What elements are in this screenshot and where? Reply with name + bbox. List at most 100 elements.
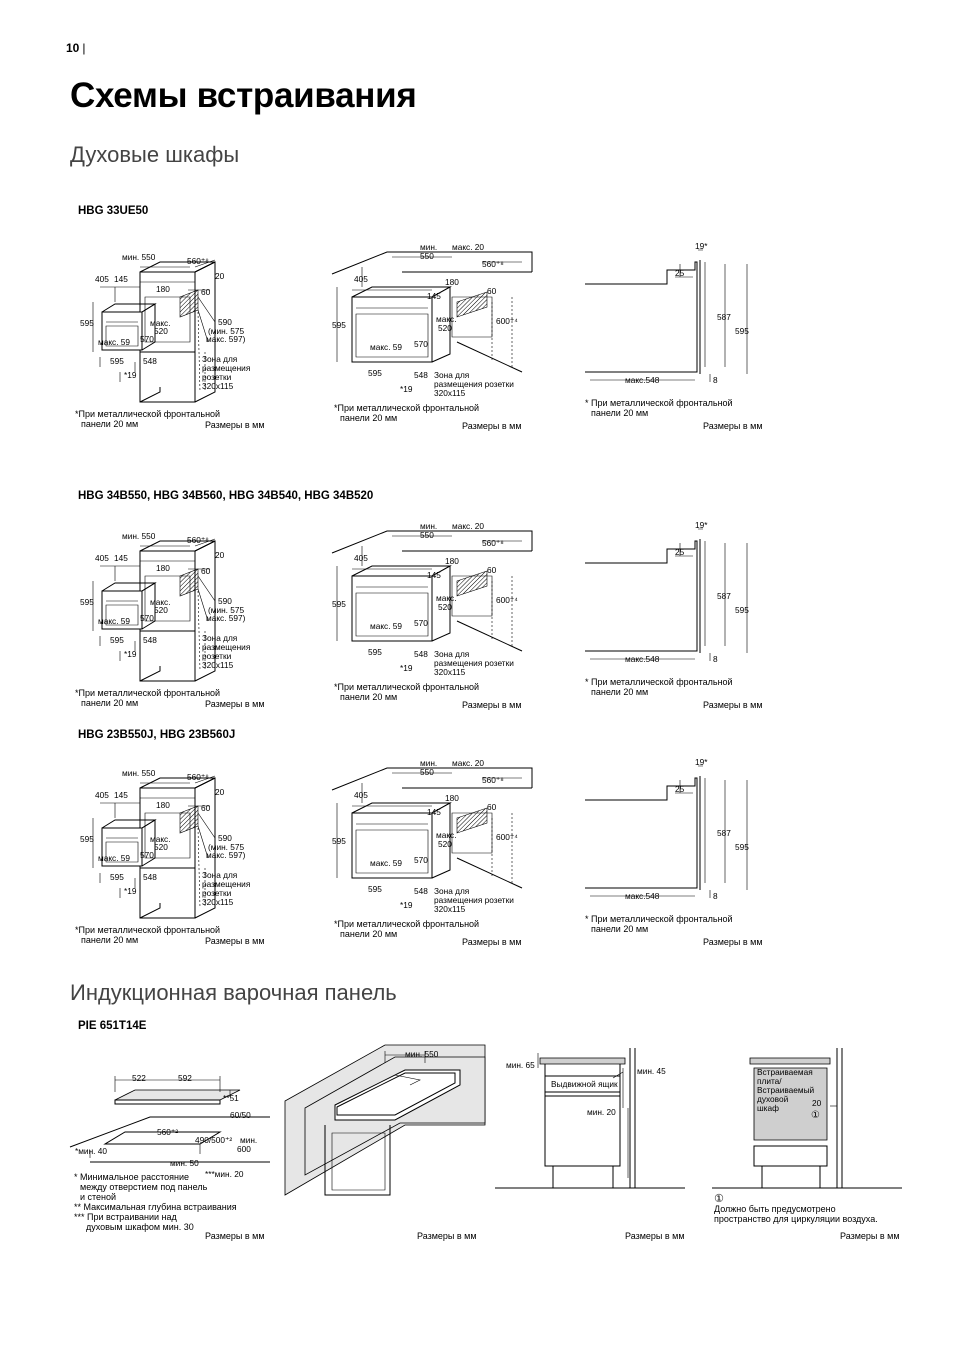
row1-fig-c: 19* 25 587 595 макс.548 8	[585, 241, 785, 402]
svg-text:548: 548	[143, 356, 157, 366]
svg-text:макс. 20: макс. 20	[452, 521, 484, 531]
row1-units-b: Размеры в мм	[462, 421, 522, 431]
svg-text:548: 548	[414, 649, 428, 659]
svg-text:**51: **51	[223, 1093, 239, 1103]
svg-text:*19: *19	[124, 370, 137, 380]
svg-text:макс.548: макс.548	[625, 375, 660, 385]
svg-text:595: 595	[368, 884, 382, 894]
oven-section-heading: Духовые шкафы	[70, 142, 240, 167]
svg-text:520: 520	[154, 605, 168, 615]
svg-text:320x115: 320x115	[202, 381, 234, 391]
svg-text:548: 548	[414, 370, 428, 380]
svg-text:560⁺²: 560⁺²	[157, 1127, 178, 1137]
svg-text:19*: 19*	[695, 241, 708, 251]
svg-text:мин.: мин.	[240, 1135, 257, 1145]
svg-text:макс.548: макс.548	[625, 891, 660, 901]
svg-text:макс.: макс.	[150, 318, 171, 328]
svg-text:60: 60	[201, 803, 211, 813]
svg-text:Выдвижной ящик: Выдвижной ящик	[551, 1079, 618, 1089]
svg-text:145: 145	[427, 807, 441, 817]
svg-text:570: 570	[140, 850, 154, 860]
row2-fig-c: 19* 25 587 595 макс.548 8	[585, 520, 785, 681]
hob-units-c: Размеры в мм	[625, 1231, 685, 1241]
hob-section-heading: Индукционная варочная панель	[70, 980, 397, 1005]
svg-text:600⁺⁴: 600⁺⁴	[496, 316, 518, 326]
svg-text:520: 520	[438, 602, 452, 612]
svg-text:макс. 597): макс. 597)	[206, 850, 246, 860]
svg-text:520: 520	[154, 842, 168, 852]
hob-perspective-diagram: мин. 550	[284, 1044, 486, 1196]
svg-text:595: 595	[368, 647, 382, 657]
svg-text:570: 570	[140, 334, 154, 344]
svg-text:405: 405	[95, 790, 109, 800]
svg-text:макс.: макс.	[436, 830, 457, 840]
svg-text:20: 20	[215, 550, 225, 560]
oven-cabinet-diagram: мин. 550 560⁺⁸ 20 405 145 180 60 595 590…	[80, 768, 250, 919]
row1-units-c: Размеры в мм	[703, 421, 763, 431]
svg-text:Зона для: Зона для	[434, 370, 469, 380]
svg-text:розетки: розетки	[202, 888, 232, 898]
svg-text:550: 550	[420, 530, 434, 540]
svg-text:19*: 19*	[695, 520, 708, 530]
svg-text:мин. 65: мин. 65	[506, 1060, 535, 1070]
svg-text:размещения: размещения	[202, 642, 250, 652]
oven-cabinet-diagram: мин. 550 560⁺⁸ 20 405 145 180 60 595 590…	[80, 531, 250, 682]
svg-text:320x115: 320x115	[202, 897, 234, 907]
svg-text:145: 145	[114, 274, 128, 284]
svg-text:макс. 59: макс. 59	[98, 337, 130, 347]
row3-units-c: Размеры в мм	[703, 937, 763, 947]
svg-text:размещения: размещения	[202, 879, 250, 889]
svg-text:25: 25	[675, 268, 685, 278]
oven-side-profile-diagram: 19* 25 587 595 макс.548 8	[585, 520, 749, 664]
svg-text:макс. 20: макс. 20	[452, 242, 484, 252]
svg-text:20: 20	[812, 1098, 822, 1108]
row2-units-a: Размеры в мм	[205, 699, 265, 709]
svg-text:макс.: макс.	[150, 834, 171, 844]
svg-text:макс.: макс.	[436, 593, 457, 603]
svg-text:560⁺⁸: 560⁺⁸	[187, 535, 209, 545]
svg-text:20: 20	[215, 787, 225, 797]
svg-text:145: 145	[114, 790, 128, 800]
svg-text:587: 587	[717, 828, 731, 838]
svg-text:595: 595	[332, 836, 346, 846]
svg-text:8: 8	[713, 375, 718, 385]
svg-text:550: 550	[420, 251, 434, 261]
svg-text:595: 595	[110, 635, 124, 645]
svg-text:размещения розетки: размещения розетки	[434, 658, 514, 668]
oven-side-profile-diagram: 19* 25 587 595 макс.548 8	[585, 241, 749, 385]
hob-oven-fig: Встраиваемая плита/ Встраиваемый духовой…	[712, 1048, 912, 1193]
svg-text:8: 8	[713, 891, 718, 901]
svg-text:595: 595	[332, 599, 346, 609]
svg-text:*19: *19	[400, 663, 413, 673]
svg-text:570: 570	[414, 618, 428, 628]
svg-text:мин. 45: мин. 45	[637, 1066, 666, 1076]
svg-text:520: 520	[438, 839, 452, 849]
hob-units-a: Размеры в мм	[205, 1231, 265, 1241]
svg-text:490/500⁺²: 490/500⁺²	[195, 1135, 232, 1145]
svg-text:Зона для: Зона для	[202, 633, 237, 643]
hob-drawer-fig: мин. 65 мин. 45 Выдвижной ящик мин. 20	[495, 1048, 695, 1198]
svg-text:60: 60	[487, 565, 497, 575]
svg-text:60/50: 60/50	[230, 1110, 251, 1120]
svg-text:шкаф: шкаф	[757, 1103, 779, 1113]
svg-text:180: 180	[156, 563, 170, 573]
svg-text:320x115: 320x115	[434, 667, 466, 677]
svg-text:розетки: розетки	[202, 651, 232, 661]
svg-text:595: 595	[368, 368, 382, 378]
svg-text:60: 60	[487, 286, 497, 296]
svg-text:макс.: макс.	[436, 314, 457, 324]
row3-fig-c: 19* 25 587 595 макс.548 8	[585, 757, 785, 918]
svg-text:мин.: мин.	[420, 521, 437, 531]
row2-units-b: Размеры в мм	[462, 700, 522, 710]
svg-text:180: 180	[445, 556, 459, 566]
svg-text:макс.: макс.	[150, 597, 171, 607]
svg-text:405: 405	[95, 274, 109, 284]
svg-text:мин. 550: мин. 550	[405, 1049, 439, 1059]
svg-text:духовой: духовой	[757, 1094, 789, 1104]
svg-text:595: 595	[332, 320, 346, 330]
row3-fig-a: мин. 550 560⁺⁸ 20 405 145 180 60 595 590…	[80, 758, 280, 958]
svg-text:*19: *19	[400, 900, 413, 910]
hob-cutout-diagram: 522 592 **51 60/50 560⁺² 490/500⁺² мин. …	[69, 1073, 270, 1179]
